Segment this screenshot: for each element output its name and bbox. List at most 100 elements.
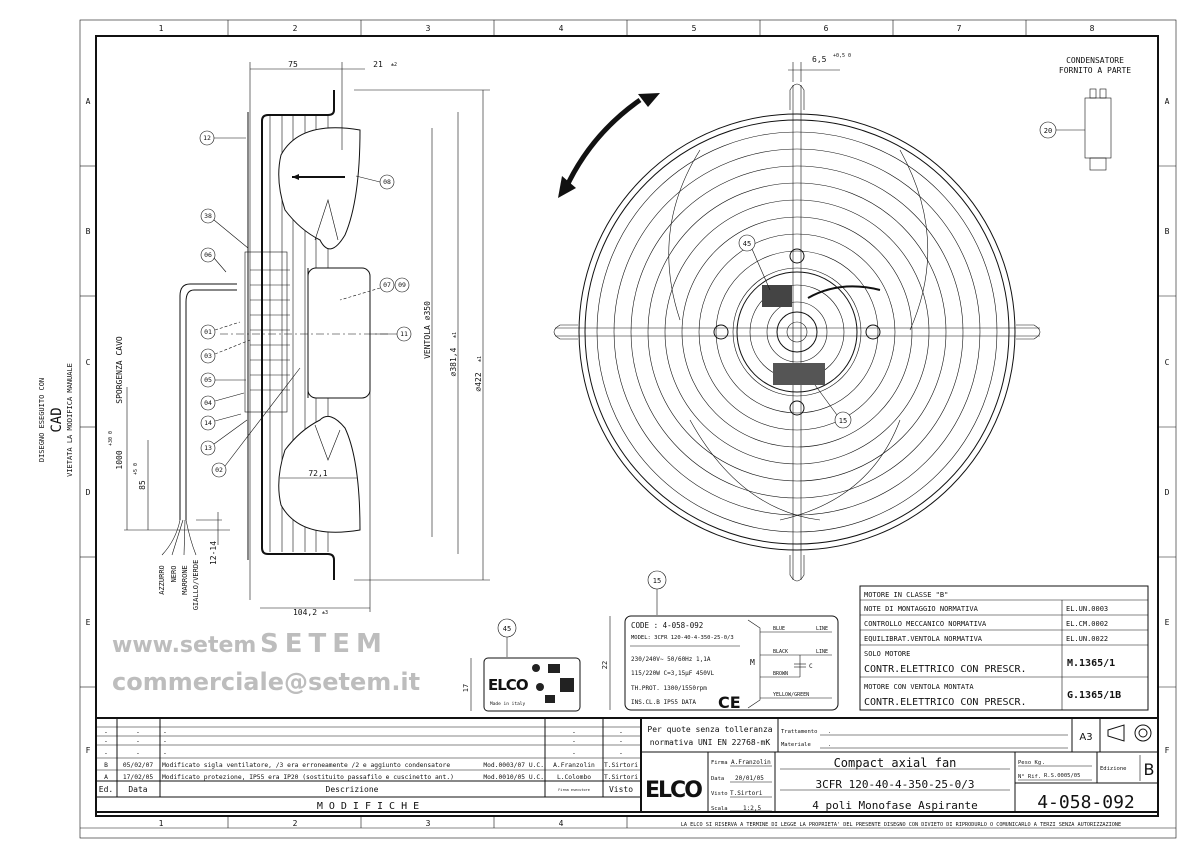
dim-slot-tol: +0,5 0 bbox=[833, 53, 851, 59]
materiale-label: Materiale bbox=[781, 742, 811, 748]
blank-cell: . bbox=[163, 727, 167, 735]
callout-04: 04 bbox=[204, 399, 212, 407]
callout-01: 01 bbox=[204, 328, 212, 336]
rif-label: N° Rif. bbox=[1018, 774, 1041, 780]
column-label: 3 bbox=[426, 24, 431, 33]
dim-1000-tol: +30 0 bbox=[108, 431, 114, 446]
cad-note-line1: DISEGNO ESEGUITO CON bbox=[38, 378, 46, 462]
scala-value: 1:2,5 bbox=[743, 805, 761, 812]
guard-ring bbox=[732, 267, 862, 397]
column-label: 7 bbox=[957, 24, 962, 33]
header-visto: Visto bbox=[609, 785, 633, 794]
callout-06: 06 bbox=[204, 251, 212, 259]
column-label: 4 bbox=[559, 819, 564, 828]
column-label: 6 bbox=[824, 24, 829, 33]
callout-07: 07 bbox=[383, 281, 391, 289]
column-label: 3 bbox=[426, 819, 431, 828]
row-label: C bbox=[1165, 358, 1170, 367]
callout-08: 08 bbox=[383, 178, 391, 186]
drawing-frame: 1 2 3 4 5 6 7 8 1 2 3 4 A B C D E F A B … bbox=[38, 19, 1177, 839]
notes-value: EL.CM.0002 bbox=[1066, 620, 1108, 628]
callout-13: 13 bbox=[204, 444, 212, 452]
callout-14: 14 bbox=[204, 419, 212, 427]
visto-label: Visto bbox=[711, 791, 728, 797]
tolerance-line1: Per quote senza tolleranza bbox=[647, 725, 772, 734]
copyright-notice: LA ELCO SI RISERVA A TERMINE DI LEGGE LA… bbox=[681, 822, 1121, 828]
guard-ring bbox=[681, 216, 913, 448]
notes-value: M.1365/1 bbox=[1067, 658, 1115, 669]
blank-cell: . bbox=[104, 748, 108, 756]
dim-104: 104,2 bbox=[293, 608, 317, 617]
dim-85-tol: +5 0 bbox=[133, 463, 139, 475]
watermark-line1: www.setem bbox=[112, 633, 256, 658]
guard-ring bbox=[613, 148, 981, 516]
data-value: 20/01/05 bbox=[735, 775, 764, 782]
callout-02: 02 bbox=[215, 466, 223, 474]
column-label: 5 bbox=[692, 24, 697, 33]
row-label: D bbox=[1165, 488, 1170, 497]
motor-label: 15 22 CODE : 4-058-092 MODEL: 3CFR 120-4… bbox=[601, 570, 839, 712]
callout-03: 03 bbox=[204, 352, 212, 360]
callout-20: 20 bbox=[1044, 127, 1052, 135]
elco-sticker: 45 17 ELCO Made in italy bbox=[462, 618, 581, 712]
cad-note-line3: VIETATA LA MODIFICA MANUALE bbox=[66, 363, 74, 477]
guard-ring bbox=[664, 199, 930, 465]
label-line1: 230/240V∼ 50/60Hz 1,1A bbox=[631, 656, 711, 663]
guard-ring bbox=[647, 182, 947, 482]
row-label: C bbox=[86, 358, 91, 367]
peso-value: . bbox=[1042, 760, 1045, 766]
ce-mark: CE bbox=[718, 693, 741, 712]
guard-ring bbox=[630, 165, 964, 499]
header-descrizione: Descrizione bbox=[326, 785, 379, 794]
dim-381-tol: ±1 bbox=[452, 332, 458, 338]
callout-45: 45 bbox=[743, 240, 751, 248]
guard-ring bbox=[715, 250, 879, 414]
dim-85: 85 bbox=[138, 480, 147, 490]
row-label: B bbox=[1165, 227, 1170, 236]
guard-ring bbox=[766, 301, 828, 363]
elco-logo: ELCO bbox=[488, 676, 528, 694]
title-block: Per quote senza tolleranza normativa UNI… bbox=[641, 718, 1158, 813]
modifiche-table: ..... ..... ..... B 05/02/07 Modificato … bbox=[96, 717, 1158, 813]
notes-label: CONTR.ELETTRICO CON PRESCR. bbox=[864, 664, 1027, 675]
notes-value: EL.UN.0003 bbox=[1066, 605, 1108, 613]
row-label: B bbox=[86, 227, 91, 236]
callout-38: 38 bbox=[204, 212, 212, 220]
elco-logo: ELCO bbox=[645, 778, 702, 803]
notes-header: MOTORE IN CLASSE "B" bbox=[864, 591, 948, 599]
header-ed: Ed. bbox=[99, 785, 113, 794]
notes-value: G.1365/1B bbox=[1067, 690, 1121, 701]
blank-cell: . bbox=[572, 748, 576, 756]
notes-value: EL.UN.0022 bbox=[1066, 635, 1108, 643]
rif-value: R.S.0005/05 bbox=[1044, 773, 1080, 779]
notes-table: MOTORE IN CLASSE "B" NOTE DI MONTAGGIO N… bbox=[859, 585, 1149, 711]
capacitor-title-1: CONDENSATORE bbox=[1066, 56, 1124, 65]
row-label: E bbox=[1165, 618, 1170, 627]
mod-ref: Mod.0003/07 U.C. bbox=[483, 762, 544, 769]
notes-label-small: SOLO MOTORE bbox=[864, 650, 910, 658]
wire-label: MARRONE bbox=[181, 565, 189, 595]
label-model: MODEL: 3CFR 120-40-4-350-25-0/3 bbox=[631, 635, 734, 641]
mod-visto: T.Sirtori bbox=[604, 762, 638, 769]
scala-label: Scala bbox=[711, 806, 728, 812]
blank-cell: . bbox=[104, 736, 108, 744]
drawing-title: Compact axial fan bbox=[834, 756, 957, 770]
notes-label: EQUILIBRAT.VENTOLA NORMATIVA bbox=[864, 635, 983, 643]
dim-422: ⌀422 bbox=[474, 372, 483, 391]
sheet-format: A3 bbox=[1079, 732, 1092, 743]
blank-cell: . bbox=[104, 727, 108, 735]
blank-cell: . bbox=[619, 736, 623, 744]
column-label: 2 bbox=[293, 24, 298, 33]
side-view: 75 21 ±2 VENTOLA ⌀350 ⌀381,4 ±1 ⌀422 ±1 … bbox=[108, 60, 490, 617]
firma-label: Firma bbox=[711, 760, 728, 766]
blank-cell: . bbox=[619, 727, 623, 735]
blank-cell: . bbox=[136, 736, 140, 744]
dim-ventola: VENTOLA ⌀350 bbox=[423, 301, 432, 359]
label-line2: 115/220W C=3,15µF 450VL bbox=[631, 670, 714, 677]
mod-descrizione: Modificato sigla ventilatore, /3 era err… bbox=[162, 762, 450, 769]
label-line3: TH.PROT. 1300/1550rpm bbox=[631, 685, 707, 692]
line-a: LINE bbox=[816, 626, 828, 632]
callout-12: 12 bbox=[203, 134, 211, 142]
label-code: CODE : 4-058-092 bbox=[631, 621, 703, 630]
dim-12-14: 12-14 bbox=[209, 541, 218, 565]
